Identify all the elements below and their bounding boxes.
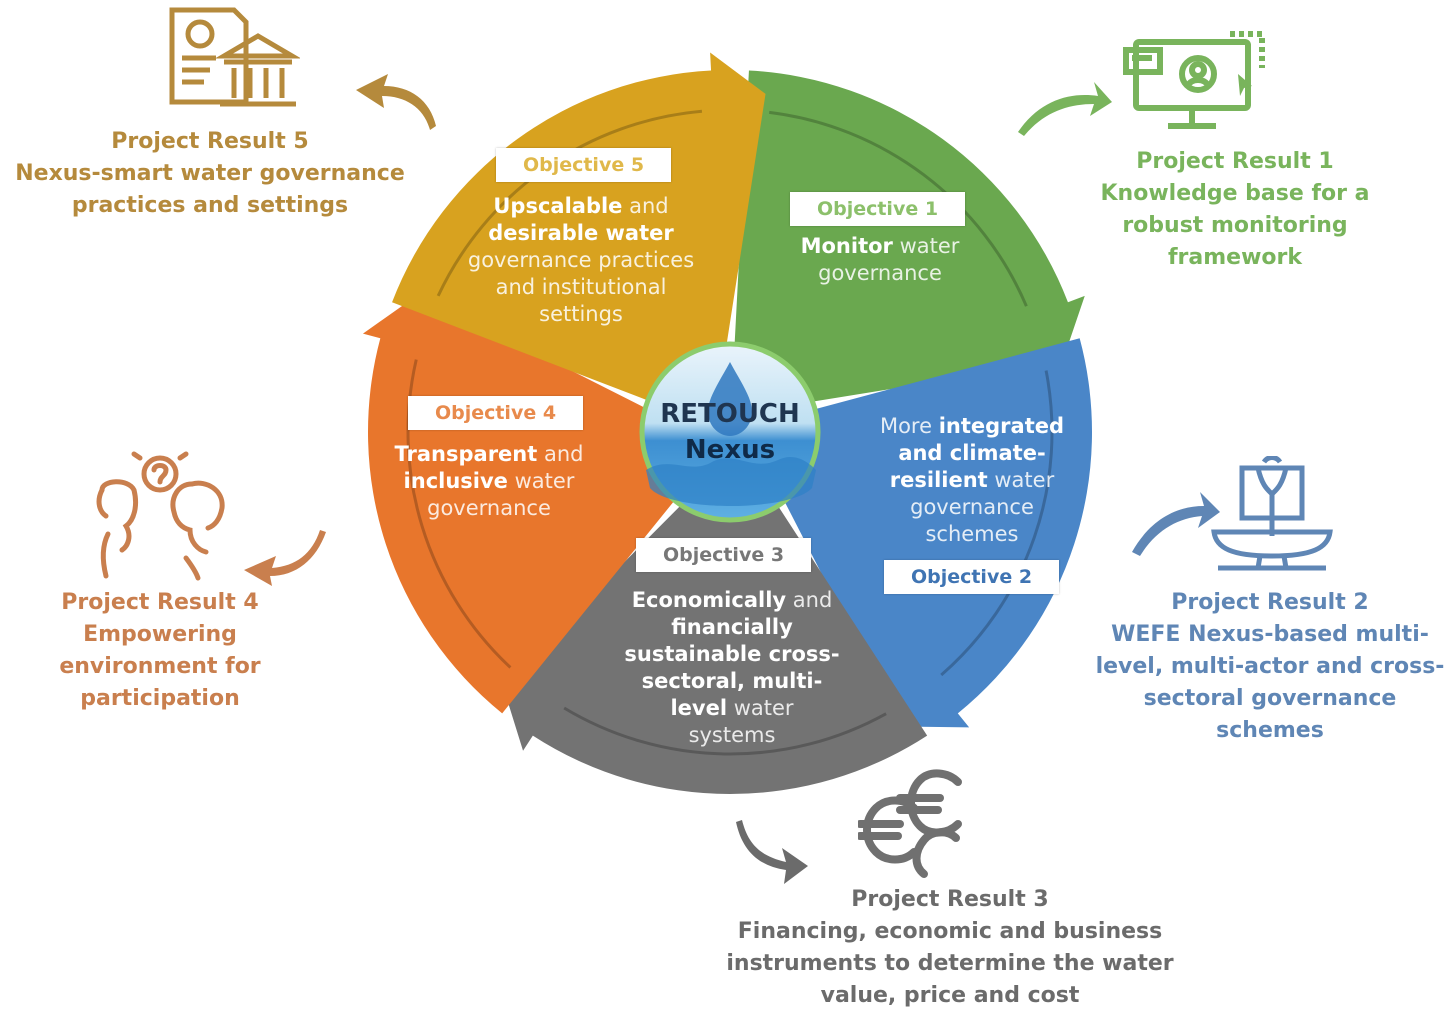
result-2-title: Project Result 2: [1171, 590, 1369, 615]
people-idea-icon: [96, 451, 225, 581]
objective-2-part-2: and climate-: [898, 441, 1046, 465]
result-2-line-4: schemes: [1216, 718, 1324, 743]
objective-1-part-2: governance: [818, 261, 942, 285]
result-1-line-2: robust monitoring: [1122, 213, 1348, 238]
objective-4-part-1: and: [537, 442, 584, 466]
objective-5-part-0: Upscalable: [493, 194, 623, 218]
objective-2-guide-arc: [940, 370, 1054, 677]
objective-3-part-6: water: [727, 696, 794, 720]
result-4-line-2: environment for: [59, 654, 261, 679]
center-title: RETOUCH Nexus: [640, 396, 820, 468]
center-line-2: Nexus: [684, 435, 776, 465]
objective-4-part-2: inclusive: [403, 469, 508, 493]
fountain-icon: [1211, 456, 1333, 571]
result-2-line-3: sectoral governance: [1143, 686, 1397, 711]
institution-document-icon: [169, 7, 300, 107]
objective-5-part-1: and: [622, 194, 669, 218]
monitor-user-icon: [1123, 31, 1265, 129]
objective-2-tag: Objective 2: [884, 560, 1059, 594]
result-1-arrow: [1018, 82, 1112, 136]
objective-2-segment: [781, 338, 1092, 728]
objective-5-tag: Objective 5: [496, 148, 671, 182]
result-5-arrow: [356, 74, 436, 130]
objective-3-guide-arc: [563, 706, 887, 756]
objective-2-part-3: resilient: [889, 468, 988, 492]
objective-3-part-3: sustainable cross-: [624, 642, 840, 666]
objective-2-text: More integrated and climate- resilient w…: [862, 413, 1082, 548]
objective-3-part-7: systems: [688, 723, 776, 747]
result-5-line-1: Nexus-smart water governance: [15, 161, 405, 186]
result-5-title: Project Result 5: [111, 129, 309, 154]
result-3-line-3: value, price and cost: [820, 983, 1080, 1008]
objective-3-part-4: sectoral, multi-: [641, 669, 823, 693]
result-3-arrow: [736, 820, 808, 884]
center-emblem: [639, 341, 821, 523]
project-result-5: Project Result 5 Nexus-smart water gover…: [10, 126, 410, 222]
objective-5-part-5: settings: [539, 302, 623, 326]
objective-4-part-3: water: [507, 469, 575, 493]
result-4-title: Project Result 4: [61, 590, 259, 615]
objective-2-part-1: integrated: [938, 414, 1065, 438]
center-line-1: RETOUCH: [660, 399, 800, 429]
objective-1-segment: [734, 70, 1085, 403]
objective-5-part-2: desirable water: [488, 221, 674, 245]
objective-4-text: Transparent and inclusive water governan…: [384, 441, 594, 522]
project-result-1: Project Result 1 Knowledge base for a ro…: [1080, 146, 1390, 274]
objective-5-part-4: and institutional: [495, 275, 667, 299]
objective-3-part-2: financially: [671, 615, 793, 639]
result-1-line-3: framework: [1167, 245, 1303, 270]
result-5-line-2: practices and settings: [71, 193, 349, 218]
objective-4-part-4: governance: [427, 496, 551, 520]
objective-3-part-0: Economically: [631, 588, 787, 612]
objective-3-text: Economically and financially sustainable…: [612, 587, 852, 749]
euro-icon: [858, 769, 962, 878]
objective-2-part-4: water: [987, 468, 1055, 492]
objective-1-text: Monitor water governance: [780, 233, 980, 287]
result-4-arrow: [244, 530, 326, 586]
objective-3-part-5: level: [670, 696, 728, 720]
project-result-3: Project Result 3 Financing, economic and…: [700, 884, 1200, 1012]
objective-1-guide-arc: [769, 110, 1028, 307]
objective-1-tag: Objective 1: [790, 192, 965, 226]
objective-5-part-3: governance practices: [467, 248, 695, 272]
objective-5-segment: [392, 52, 766, 403]
objective-3-tag: Objective 3: [636, 538, 811, 572]
objective-1-part-1: water: [892, 234, 960, 258]
result-4-line-3: participation: [80, 686, 240, 711]
objective-5-text: Upscalable and desirable water governanc…: [456, 193, 706, 328]
objective-4-part-0: Transparent: [394, 442, 538, 466]
objective-2-part-5: governance: [910, 495, 1034, 519]
result-2-line-1: WEFE Nexus-based multi-: [1111, 622, 1429, 647]
project-result-2: Project Result 2 WEFE Nexus-based multi-…: [1090, 587, 1450, 747]
objective-3-segment: [502, 500, 928, 795]
result-2-line-2: level, multi-actor and cross-: [1095, 654, 1445, 679]
result-3-title: Project Result 3: [851, 887, 1049, 912]
result-3-line-2: instruments to determine the water: [726, 951, 1174, 976]
result-2-arrow: [1132, 492, 1220, 556]
objective-2-part-6: schemes: [925, 522, 1019, 546]
result-4-line-1: Empowering: [83, 622, 237, 647]
objective-2-part-0: More: [879, 414, 939, 438]
objective-3-part-1: and: [786, 588, 833, 612]
objective-1-part-0: Monitor: [800, 234, 893, 258]
project-result-4: Project Result 4 Empowering environment …: [20, 587, 300, 715]
result-3-line-1: Financing, economic and business: [737, 919, 1163, 944]
result-1-title: Project Result 1: [1136, 149, 1334, 174]
result-1-line-1: Knowledge base for a: [1100, 181, 1370, 206]
objective-4-tag: Objective 4: [408, 396, 583, 430]
